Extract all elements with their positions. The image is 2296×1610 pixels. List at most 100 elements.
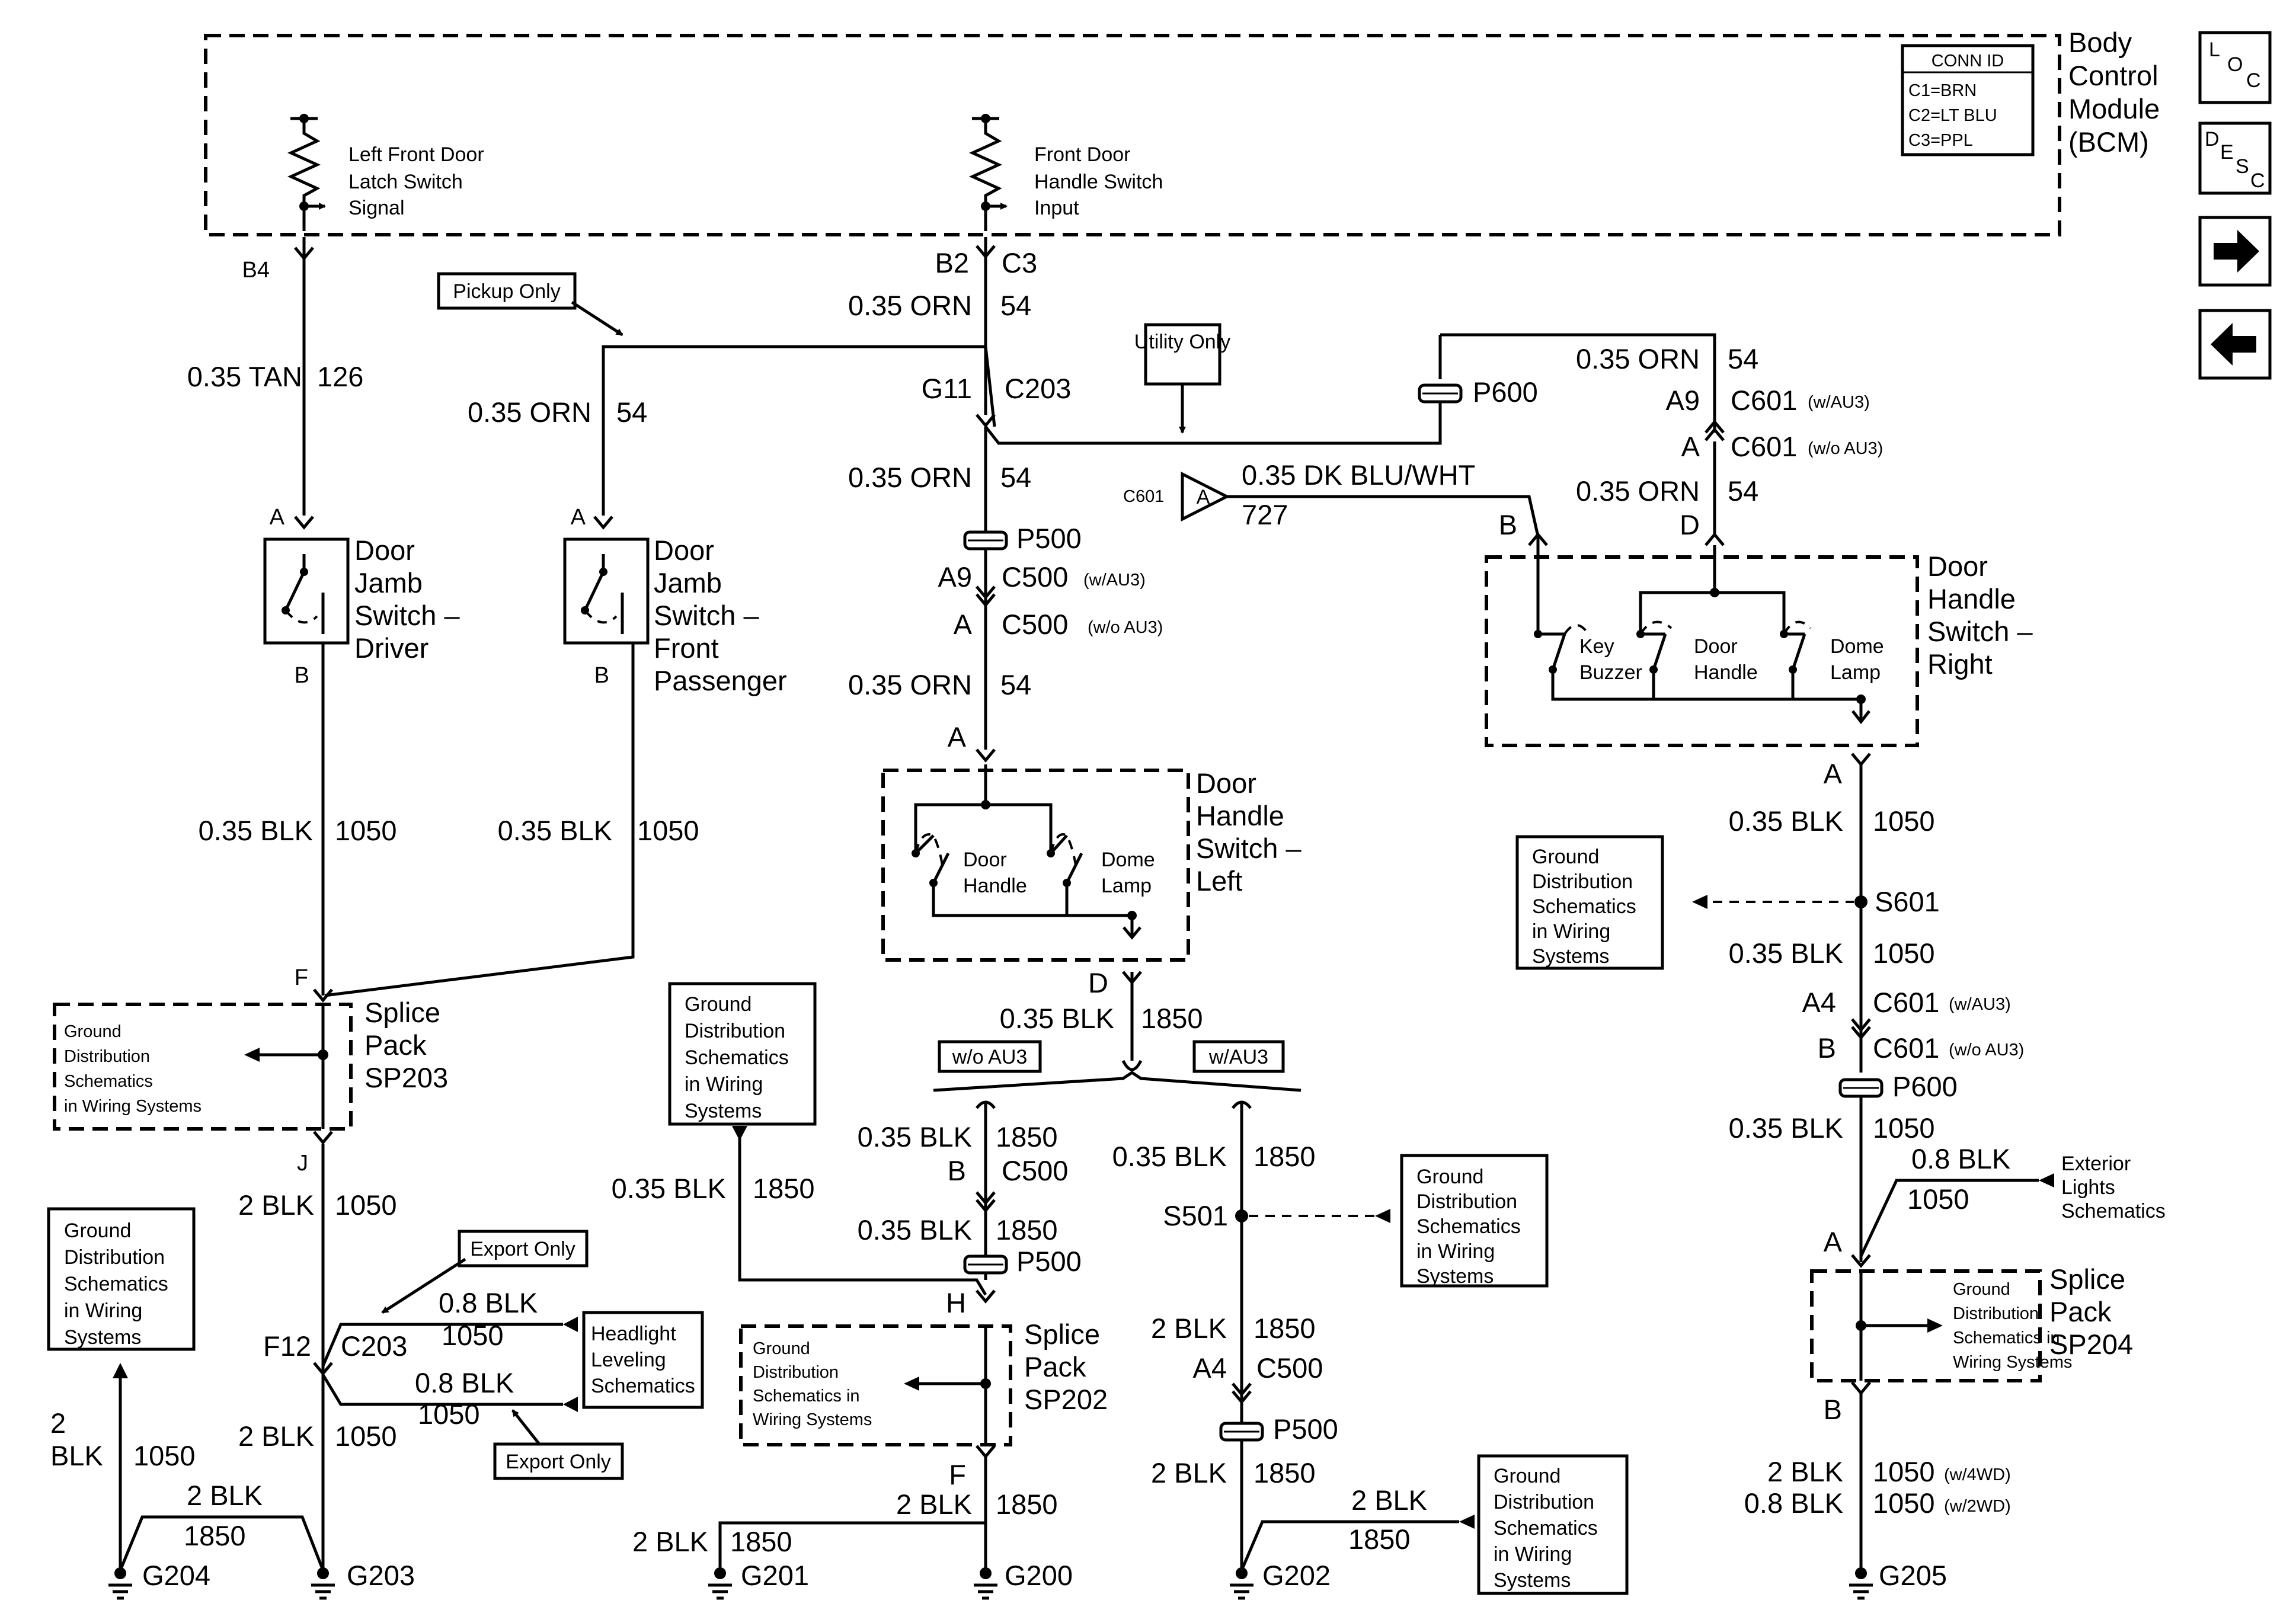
ground-label: G204 (142, 1560, 210, 1591)
wire-label: 0.35 DK BLU/WHT (1242, 459, 1475, 491)
ref-label: Schematics (2061, 1200, 2166, 1222)
desc-icon: E (2220, 141, 2234, 164)
wire-circuit: 1050 (1873, 1112, 1935, 1144)
connector-label: C601 (1873, 987, 1939, 1018)
note-label: Export Only (470, 1238, 575, 1260)
ground-g205: G205 (1849, 1560, 1947, 1600)
wire-circuit: 1850 (996, 1121, 1058, 1153)
door-jamb-switch-driver: Door Jamb Switch – Driver (263, 534, 460, 664)
connector-label: B (295, 663, 309, 688)
ground-g203: G203 (311, 1560, 415, 1600)
connector-label: D (1680, 509, 1700, 540)
component-label: Switch – (1927, 616, 2033, 647)
desc-icon: D (2205, 128, 2220, 151)
switch-label: Door (963, 849, 1007, 871)
ground-ref-g204-box: Ground Distribution Schematics in Wiring… (47, 1207, 196, 1351)
wire-label: 2 (50, 1407, 66, 1439)
ground-label: G201 (741, 1560, 809, 1591)
wire-circuit: 54 (616, 396, 647, 428)
wire-variant: (w/2WD) (1944, 1497, 2011, 1516)
circuit-1850-w-au3: 0.35 BLK 1850 S501 2 BLK 1850 A4 C500 P5… (1112, 1100, 1475, 1571)
component-label: Switch – (1196, 833, 1302, 864)
ground-label: G202 (1262, 1560, 1331, 1591)
connector-label: F (949, 1459, 966, 1490)
circuit-126: B4 0.35 TAN 126 A (187, 237, 363, 530)
bcm-input-label: Input (1034, 197, 1079, 219)
component-label: Pack (2049, 1296, 2112, 1327)
wire-circuit: 1050 (1907, 1183, 1969, 1215)
connector-label: B4 (242, 258, 270, 283)
headlight-leveling-ref: Headlight Leveling Schematics (582, 1311, 704, 1409)
ground-ref-label: Distribution (1494, 1491, 1594, 1513)
circuit-54-right: P600 0.35 ORN 54 A9 C601 (w/AU3) A C601 … (1418, 333, 1883, 546)
circuit-54-center: B2 C3 0.35 ORN 54 G11 C203 0.35 ORN 54 P… (848, 237, 1442, 763)
ground-g202: G202 (1230, 1560, 1331, 1600)
export-only-note: Export Only (493, 1409, 624, 1480)
connector-label: A (571, 505, 586, 530)
connector-label: F (295, 965, 308, 990)
prev-page-button[interactable] (2198, 309, 2272, 380)
bcm-title-line: Control (2068, 60, 2159, 91)
wire-label: 2 BLK (1151, 1457, 1227, 1489)
component-label: Driver (354, 632, 428, 664)
ground-ref-label: Distribution (1953, 1304, 2039, 1323)
component-label: Left (1196, 865, 1242, 897)
connector-label: C500 (1002, 609, 1068, 640)
connector-label: A9 (938, 561, 973, 593)
connector-label: D (1088, 967, 1108, 998)
circuit-g204: 2 BLK 1050 2 BLK 1850 (50, 1363, 325, 1571)
wire-circuit: 1850 (1348, 1523, 1411, 1555)
ground-ref-label: Schematics (1494, 1517, 1598, 1539)
wire-label: 2 BLK (187, 1480, 263, 1511)
ref-label: Lights (2061, 1176, 2115, 1199)
component-label: Door (1196, 767, 1256, 799)
ground-ref-box-s601: Ground Distribution Schematics in Wiring… (1515, 835, 1664, 970)
conn-id-title: CONN ID (1932, 52, 2004, 71)
variant-label: w/o AU3 (952, 1046, 1028, 1068)
wire-label: 0.35 ORN (848, 290, 972, 321)
next-page-button[interactable] (2198, 216, 2272, 287)
component-label: Splice (1024, 1318, 1100, 1350)
connector-variant: (w/o AU3) (1949, 1041, 2024, 1060)
wire-circuit: 54 (1000, 669, 1031, 700)
arrow-right-icon (2214, 230, 2259, 273)
wire-label: 0.35 ORN (1576, 343, 1700, 375)
bcm-input-label: Left Front Door (348, 143, 484, 166)
connector-label: P600 (1473, 376, 1538, 408)
desc-button[interactable]: D E S C (2198, 121, 2272, 195)
bcm-input-handle-switch: Front Door Handle Switch Input (968, 114, 1163, 231)
switch-label: Handle (1694, 661, 1758, 684)
wire-circuit: 126 (317, 361, 363, 392)
wire-circuit: 1050 (637, 815, 699, 846)
pickup-only-note: Pickup Only (437, 272, 623, 337)
circuit-1050-g203: 2 BLK 1050 F12 C203 2 BLK 1050 0.8 BLK 1… (238, 1144, 578, 1570)
wire-circuit: 1050 (1873, 805, 1935, 837)
connector-label: A (1824, 1226, 1843, 1257)
bcm-title-line: Body (2068, 27, 2132, 58)
loc-button[interactable]: L O C (2198, 31, 2272, 104)
wire-circuit: 1050 (133, 1440, 196, 1471)
wire-label: 0.35 BLK (498, 815, 612, 846)
ground-g204: G204 (108, 1560, 210, 1600)
ground-ref-box-g202: Ground Distribution Schematics in Wiring… (1477, 1454, 1629, 1595)
bcm-input-label: Handle Switch (1034, 171, 1163, 193)
ref-label: Schematics (591, 1375, 695, 1397)
connector-label: A (270, 505, 285, 530)
bcm-input-label: Front Door (1034, 143, 1131, 166)
desc-icon: S (2236, 155, 2249, 178)
ground-ref-label: Ground (1953, 1280, 2010, 1299)
component-label: Front (654, 632, 719, 664)
wire-circuit: 1850 (753, 1173, 815, 1204)
bcm-input-label: Latch Switch (348, 171, 463, 193)
component-label: SP204 (2049, 1329, 2133, 1360)
component-label: Door (1927, 550, 1988, 582)
component-label: Pack (1024, 1351, 1086, 1382)
connector-variant: (w/o AU3) (1808, 439, 1883, 458)
wire-variant: (w/4WD) (1944, 1465, 2011, 1484)
ground-ref-box-s501: Ground Distribution Schematics in Wiring… (1400, 1154, 1549, 1288)
ground-ref-label: Schematics (64, 1273, 168, 1295)
switch-label: Dome (1830, 635, 1884, 658)
loc-icon: L (2209, 39, 2220, 61)
wire-1050-driver: B 0.35 BLK 1050 (199, 643, 397, 996)
connector-label: G11 (922, 373, 972, 404)
